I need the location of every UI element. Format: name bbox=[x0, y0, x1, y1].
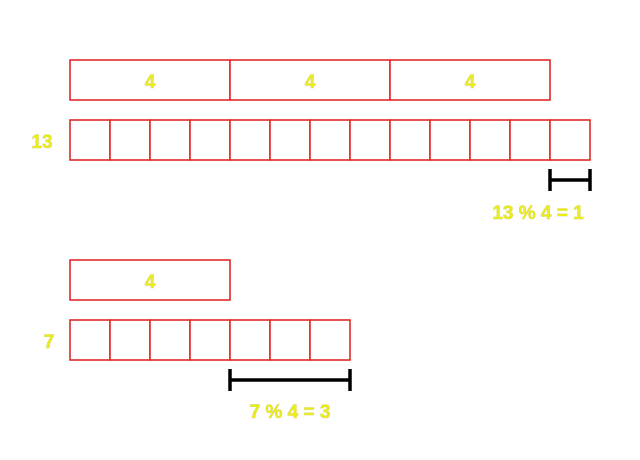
unit-cell bbox=[309, 119, 351, 161]
equation-13-mod-4: 13 % 4 = 1 bbox=[492, 203, 584, 224]
unit-cell bbox=[509, 119, 551, 161]
remainder-bracket-7 bbox=[228, 369, 352, 391]
group-label-2: 4 bbox=[305, 72, 316, 93]
unit-cell bbox=[189, 319, 231, 361]
dividend-label-7: 7 bbox=[44, 332, 55, 353]
unit-cell bbox=[389, 119, 431, 161]
unit-row-7 bbox=[69, 319, 351, 361]
unit-cell bbox=[229, 319, 271, 361]
unit-cell bbox=[109, 319, 151, 361]
group-box-1 bbox=[69, 59, 231, 101]
unit-cell bbox=[269, 119, 311, 161]
unit-cell bbox=[69, 119, 111, 161]
group-label-1: 4 bbox=[145, 72, 156, 93]
group-box-1 bbox=[69, 259, 231, 301]
group-label-1: 4 bbox=[145, 272, 156, 293]
group-label-3: 4 bbox=[465, 72, 476, 93]
equation-7-mod-4: 7 % 4 = 3 bbox=[250, 402, 331, 423]
example-13-mod-4: 4 4 4 13 13 % 4 = 1 bbox=[31, 59, 592, 224]
unit-cell bbox=[269, 319, 311, 361]
unit-cell bbox=[349, 119, 391, 161]
unit-cell bbox=[69, 319, 111, 361]
group-row-7: 4 bbox=[69, 259, 231, 301]
unit-cell bbox=[109, 119, 151, 161]
unit-cell bbox=[309, 319, 351, 361]
unit-cell bbox=[149, 319, 191, 361]
example-7-mod-4: 4 7 7 % 4 = 3 bbox=[43, 259, 352, 423]
group-box-3 bbox=[389, 59, 551, 101]
unit-cell bbox=[149, 119, 191, 161]
unit-cell bbox=[469, 119, 511, 161]
unit-row-13 bbox=[69, 119, 591, 161]
unit-cell bbox=[549, 119, 591, 161]
group-row-13: 4 4 4 bbox=[69, 59, 551, 101]
unit-cell bbox=[429, 119, 471, 161]
unit-cell bbox=[229, 119, 271, 161]
remainder-bracket-13 bbox=[548, 169, 592, 191]
unit-cell bbox=[189, 119, 231, 161]
group-box-2 bbox=[229, 59, 391, 101]
dividend-label-13: 13 bbox=[31, 132, 52, 153]
